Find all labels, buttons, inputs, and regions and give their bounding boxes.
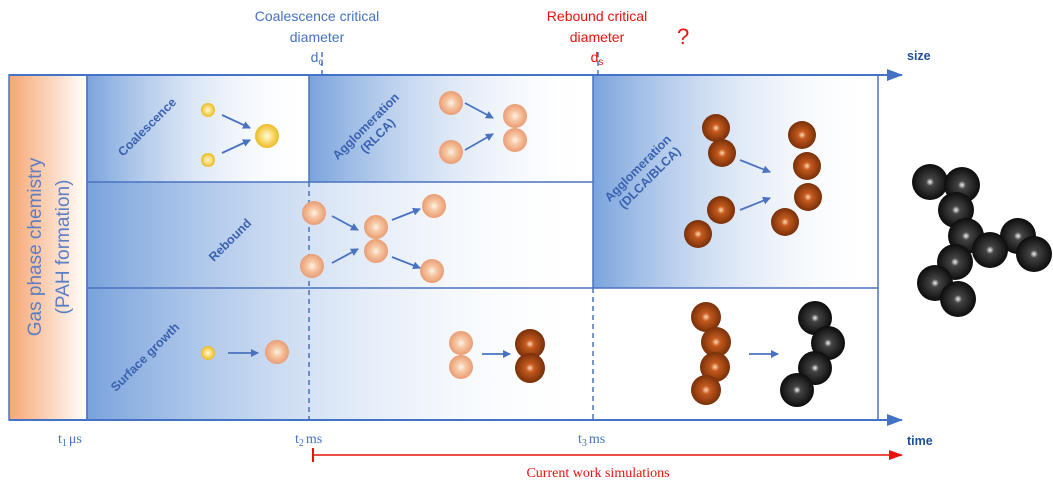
- particles-mature-aggregates: [691, 301, 845, 407]
- rebound-critical-title: Rebound critical: [547, 8, 647, 24]
- coalescence-critical-title: Coalescence critical: [255, 8, 380, 24]
- particles-coalescence: [201, 103, 279, 167]
- simulation-range: [312, 448, 903, 462]
- rebound-critical-diameter: diameter: [570, 29, 625, 45]
- process-arrows: [221, 102, 779, 358]
- current-work-label: Current work simulations: [526, 466, 669, 481]
- particles-surface-growth: [201, 329, 545, 383]
- gas-phase-label: Gas phase chemistry: [25, 157, 46, 336]
- regime-shading: [87, 75, 878, 420]
- particles-agglomeration-dlca: [684, 114, 822, 248]
- particles-rebound: [300, 194, 446, 283]
- time-axis-label: time: [907, 434, 933, 448]
- coalescence-critical-symbol: dc: [311, 49, 324, 68]
- size-axis-label: size: [907, 49, 931, 63]
- question-mark: ?: [677, 24, 689, 49]
- pah-formation-label: (PAH formation): [53, 180, 74, 315]
- coalescence-critical-diameter: diameter: [290, 29, 345, 45]
- gas-phase-column: [8, 74, 88, 421]
- particles-agglomeration-rlca: [439, 91, 527, 164]
- soot-aggregate-black: [912, 164, 1052, 317]
- rebound-critical-symbol: ds: [591, 49, 604, 68]
